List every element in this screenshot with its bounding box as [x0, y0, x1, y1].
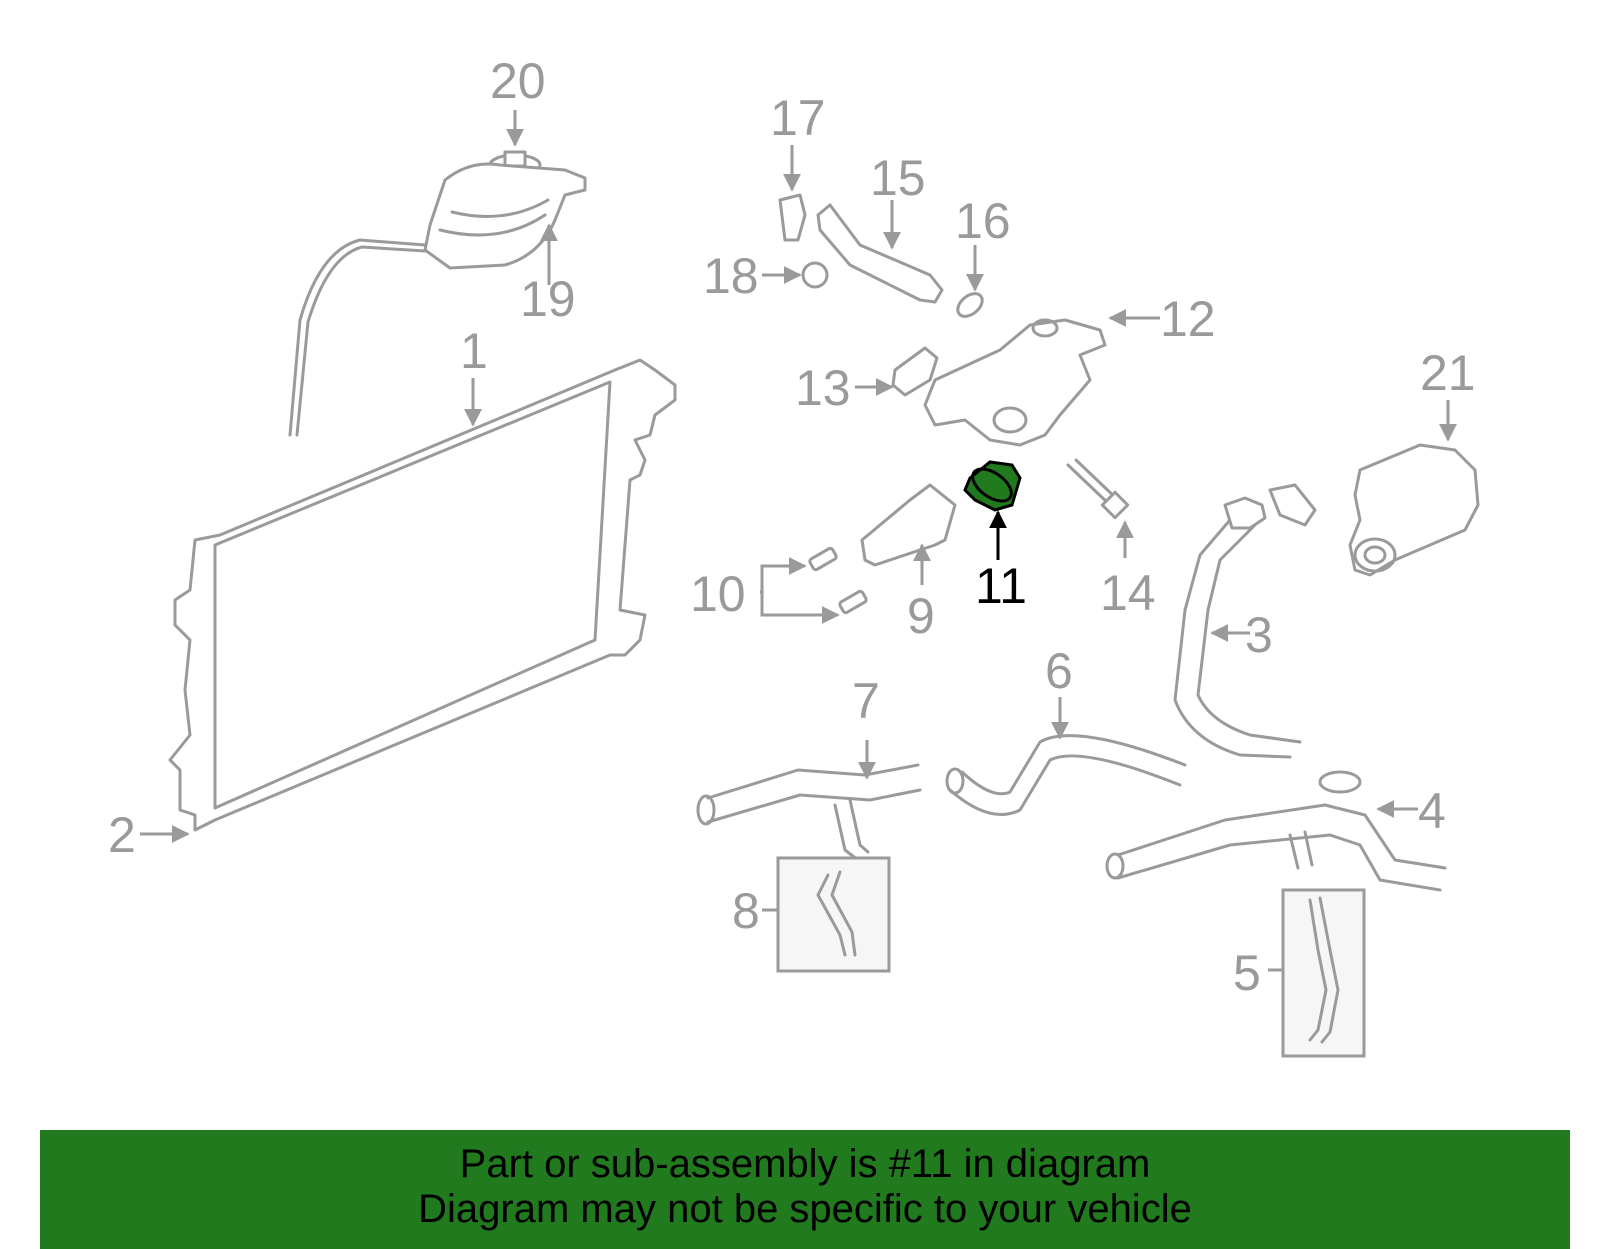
part-6-hose[interactable]: 6 — [945, 643, 1187, 816]
callout-10: 10 — [690, 566, 746, 622]
info-banner: Part or sub-assembly is #11 in diagram D… — [40, 1130, 1570, 1249]
part-17-bracket[interactable]: 17 — [770, 90, 826, 242]
callout-1: 1 — [460, 323, 488, 379]
callout-18: 18 — [703, 248, 759, 304]
callout-14: 14 — [1100, 565, 1156, 621]
part-7-hose[interactable]: 7 — [696, 673, 922, 862]
part-11-thermostat[interactable]: 11 — [963, 460, 1027, 614]
part-4-lower-hose[interactable]: 4 — [1105, 770, 1447, 892]
callout-7: 7 — [852, 673, 880, 729]
part-3-upper-hose[interactable]: 3 — [1173, 483, 1317, 759]
part-2-radiator-bracket[interactable]: 2 — [108, 807, 190, 863]
callout-17: 17 — [770, 90, 826, 146]
callout-16: 16 — [955, 193, 1011, 249]
part-10-bolts[interactable]: 10 — [690, 546, 868, 624]
callout-6: 6 — [1045, 643, 1073, 699]
part-9-water-outlet[interactable]: 9 — [860, 483, 957, 644]
part-13-gasket[interactable]: 13 — [795, 346, 939, 416]
callout-21: 21 — [1420, 345, 1476, 401]
part-14-bolt[interactable]: 14 — [1066, 458, 1156, 621]
part-19-coolant-reservoir[interactable]: 19 — [288, 162, 587, 437]
callout-13: 13 — [795, 360, 851, 416]
part-5-hose-inset[interactable]: 5 — [1233, 888, 1366, 1058]
part-18-nut[interactable]: 18 — [703, 248, 829, 304]
callout-12: 12 — [1160, 291, 1216, 347]
callout-2: 2 — [108, 807, 136, 863]
part-20-reservoir-cap[interactable]: 20 — [488, 53, 546, 177]
part-12-thermostat-housing[interactable]: 12 — [923, 291, 1216, 447]
callout-19: 19 — [520, 271, 576, 327]
callout-5: 5 — [1233, 945, 1261, 1001]
callout-20: 20 — [490, 53, 546, 109]
part-15-coolant-pipe[interactable]: 15 — [816, 150, 944, 304]
part-8-hose-inset[interactable]: 8 — [732, 856, 891, 973]
callout-9: 9 — [907, 588, 935, 644]
banner-line-1: Part or sub-assembly is #11 in diagram — [459, 1142, 1151, 1186]
part-16-o-ring[interactable]: 16 — [953, 193, 1011, 321]
part-1-radiator[interactable]: 1 — [168, 323, 677, 832]
callout-15: 15 — [870, 150, 926, 206]
callout-3: 3 — [1245, 607, 1273, 663]
callout-11: 11 — [975, 558, 1027, 614]
banner-line-2: Diagram may not be specific to your vehi… — [418, 1187, 1192, 1231]
callout-4: 4 — [1418, 783, 1446, 839]
part-21-sensor[interactable]: 21 — [1348, 345, 1480, 577]
callout-8: 8 — [732, 883, 760, 939]
